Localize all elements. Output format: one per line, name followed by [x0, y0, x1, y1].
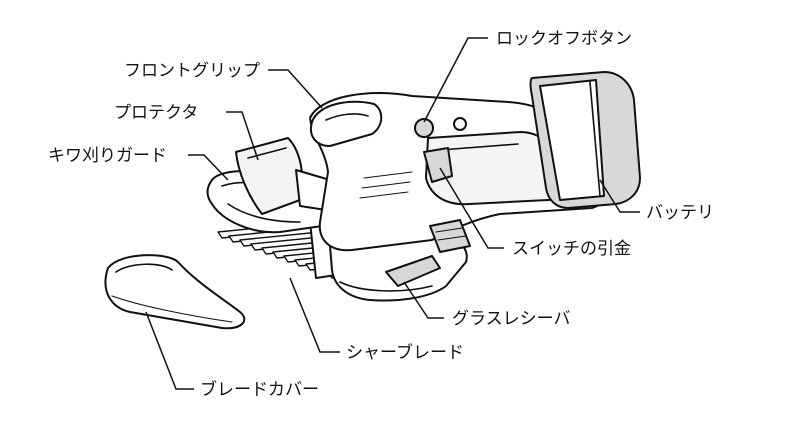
label-blade-cover: ブレードカバー — [200, 379, 319, 400]
protector-drawing — [235, 137, 331, 215]
leader-shear-blade — [289, 277, 340, 353]
label-lock-off-button: ロックオフボタン — [496, 29, 632, 49]
label-grass-guard: キワ刈りガード — [48, 146, 167, 166]
leader-grass-receiver — [403, 281, 444, 319]
leader-lines — [145, 37, 640, 390]
leader-grass-guard — [188, 154, 229, 181]
leader-protector — [226, 111, 259, 161]
leader-battery — [599, 179, 640, 213]
blade-cover-drawing — [104, 254, 246, 330]
label-front-grip: フロントグリップ — [124, 61, 260, 81]
battery-drawing — [529, 71, 641, 209]
leader-front-grip — [268, 69, 323, 109]
leader-blade-cover — [145, 311, 194, 390]
label-switch-trigger: スイッチの引金 — [512, 239, 631, 259]
label-grass-receiver: グラスレシーバ — [452, 309, 571, 329]
leader-lock-off-button — [423, 37, 488, 123]
leader-switch-trigger — [439, 167, 504, 249]
main-body-drawing — [309, 91, 609, 253]
label-shear-blade: シャーブレード — [346, 342, 464, 363]
label-battery: バッテリ — [646, 203, 714, 223]
label-protector: プロテクタ — [114, 103, 198, 123]
